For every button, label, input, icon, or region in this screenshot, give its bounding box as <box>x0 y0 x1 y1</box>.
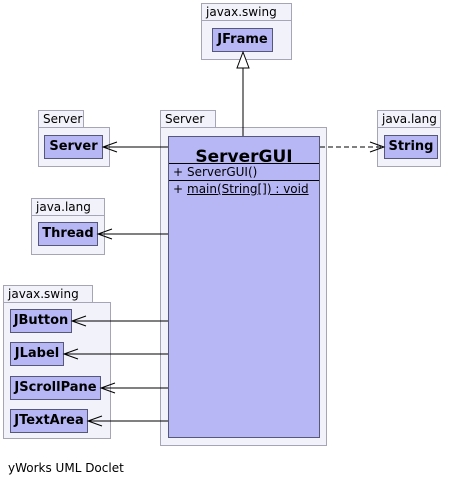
package-tab-java-lang-right: java.lang <box>377 110 441 127</box>
class-jframe[interactable]: JFrame <box>212 28 273 52</box>
package-tab-javax-swing-bottom: javax.swing <box>3 285 93 302</box>
class-jscrollpane[interactable]: JScrollPane <box>10 376 101 400</box>
generalization-arrowhead <box>236 50 250 69</box>
class-servergui[interactable]: ServerGUI +ServerGUI() +main(String[]) :… <box>168 136 320 438</box>
class-string[interactable]: String <box>384 135 438 159</box>
class-jtextarea[interactable]: JTextArea <box>10 409 88 433</box>
visibility-public-marker: + <box>173 165 184 179</box>
association-arrowhead-server <box>101 141 118 153</box>
operations-separator <box>169 180 319 181</box>
class-server[interactable]: Server <box>44 135 103 159</box>
dependency-arrowhead-string <box>369 141 386 153</box>
package-tab-server-main: Server <box>160 110 216 127</box>
footer-generator-credit: yWorks UML Doclet <box>8 461 124 475</box>
class-jbutton[interactable]: JButton <box>10 309 72 333</box>
package-tab-java-lang-left: java.lang <box>31 198 105 215</box>
association-arrowhead-jlabel <box>62 348 79 360</box>
constructor-servergui: ServerGUI() <box>187 165 258 179</box>
member-constructor: +ServerGUI() <box>173 165 257 179</box>
method-main-static: main(String[]) : void <box>187 182 309 196</box>
association-arrowhead-thread <box>96 228 113 240</box>
package-tab-server-left: Server <box>38 110 84 127</box>
visibility-public-marker: + <box>173 182 184 196</box>
association-arrowhead-jscrollpane <box>99 382 116 394</box>
attributes-separator <box>169 163 319 164</box>
class-thread[interactable]: Thread <box>38 222 98 246</box>
package-tab-javax-swing-top: javax.swing <box>201 3 292 20</box>
class-servergui-name: ServerGUI <box>195 147 293 167</box>
association-arrowhead-jtextarea <box>86 415 103 427</box>
association-arrowhead-jbutton <box>70 315 87 327</box>
member-main-method: +main(String[]) : void <box>173 182 309 196</box>
